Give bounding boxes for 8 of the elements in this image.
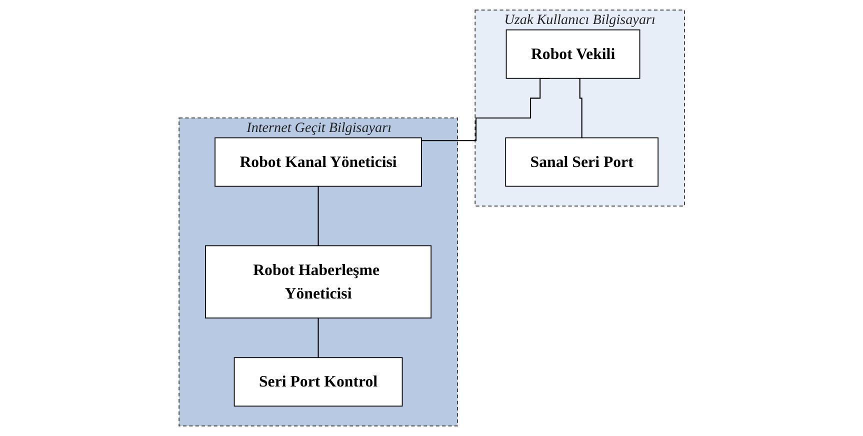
node-box: Seri Port Kontrol [234, 357, 402, 407]
node-box: Robot Kanal Yöneticisi [214, 137, 422, 187]
connector [317, 186, 319, 246]
node-box: Robot Haberleşme Yöneticisi [204, 245, 432, 318]
node-box: Robot Vekili [506, 29, 640, 79]
connector [578, 78, 582, 138]
connector [317, 317, 319, 358]
node-box: Sanal Seri Port [504, 137, 658, 187]
